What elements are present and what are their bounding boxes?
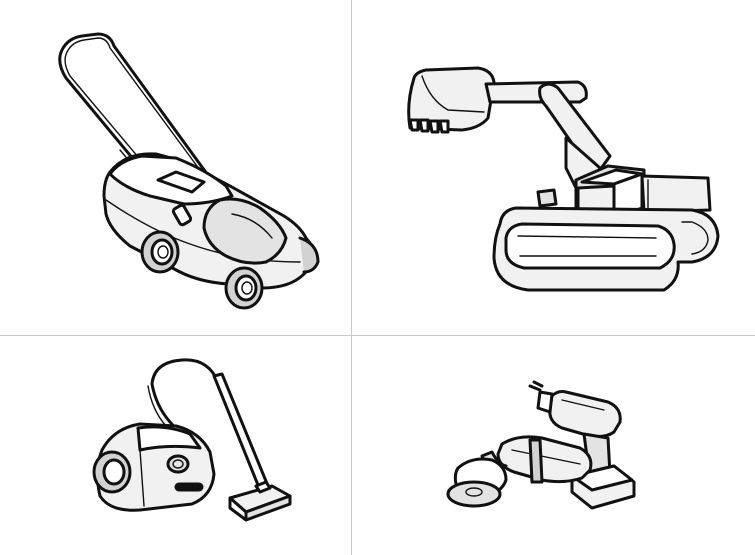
panel-lawn-mower	[0, 0, 351, 335]
excavator-icon	[407, 66, 720, 292]
lawn-mower-icon	[58, 32, 320, 310]
horizontal-divider	[0, 335, 755, 336]
panel-excavator	[352, 0, 755, 335]
vertical-divider	[351, 0, 352, 555]
power-tools-icon	[446, 380, 636, 510]
vacuum-cleaner-icon	[92, 358, 292, 522]
panel-power-tools	[352, 336, 755, 555]
panel-vacuum-cleaner	[0, 336, 351, 555]
